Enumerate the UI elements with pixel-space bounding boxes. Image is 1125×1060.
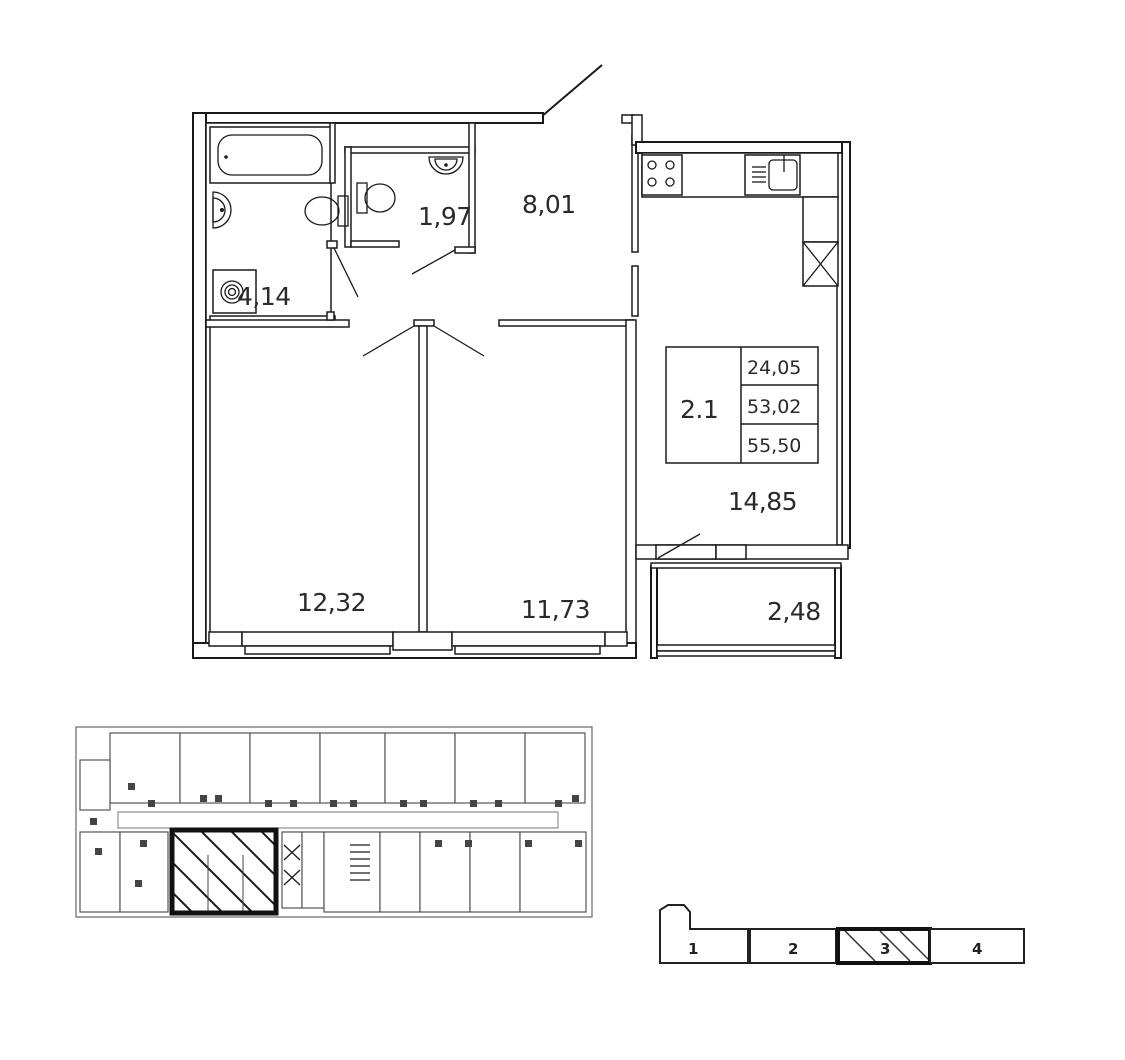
top-wall — [192, 112, 544, 124]
toilet-sink-icon — [428, 156, 464, 175]
window-left — [241, 631, 394, 647]
washing-machine-icon — [212, 269, 257, 314]
kitchen-top-wall — [635, 141, 849, 154]
kitchen-right-wall — [841, 141, 851, 549]
kitchen-sink-icon — [744, 154, 801, 196]
area-summary-table: 2.1 24,05 53,02 55,50 — [665, 346, 819, 464]
balcony-door-swing — [657, 533, 701, 559]
room-area-kitchen: 14,85 — [728, 487, 797, 516]
bedroom-left-door-swing — [362, 325, 415, 357]
balcony-rail — [656, 644, 836, 652]
room-area-hallway: 8,01 — [522, 190, 576, 219]
bathroom-door-swing — [333, 247, 359, 298]
toilet-door-swing — [411, 249, 456, 275]
apartment-plan: 4,14 1,97 8,01 14,85 12,32 11,73 2,48 2.… — [192, 64, 851, 659]
bathtub-icon — [217, 134, 323, 176]
bath-toilet-icon — [337, 195, 349, 227]
living-area: 24,05 — [747, 357, 801, 379]
left-wall — [192, 112, 207, 659]
section-label-2: 2 — [788, 940, 798, 958]
window-right — [451, 631, 606, 647]
section-label-3: 3 — [880, 940, 890, 958]
toilet-icon — [356, 182, 368, 214]
section-label-4: 4 — [972, 940, 982, 958]
section-4[interactable] — [929, 928, 1025, 964]
stove-icon — [641, 154, 683, 196]
bath-sink-icon — [212, 191, 232, 229]
room-area-toilet: 1,97 — [418, 202, 472, 231]
floor-key-plan — [75, 726, 593, 920]
bedroom-partition — [418, 325, 428, 633]
entry-door-swing — [540, 64, 603, 118]
room-area-bathroom: 4,14 — [237, 282, 291, 311]
highlighted-unit[interactable] — [90, 810, 350, 920]
room-area-balcony: 2,48 — [767, 597, 821, 626]
total-area: 53,02 — [747, 396, 801, 418]
total-area-with-balcony: 55,50 — [747, 435, 801, 457]
room-area-bedroom-right: 11,73 — [521, 595, 590, 624]
room-area-bedroom-left: 12,32 — [297, 588, 366, 617]
section-key: 1 2 3 4 — [659, 904, 1025, 965]
section-label-1: 1 — [688, 940, 698, 958]
bedroom-right-door-swing — [433, 325, 485, 357]
apartment-code: 2.1 — [680, 395, 718, 424]
